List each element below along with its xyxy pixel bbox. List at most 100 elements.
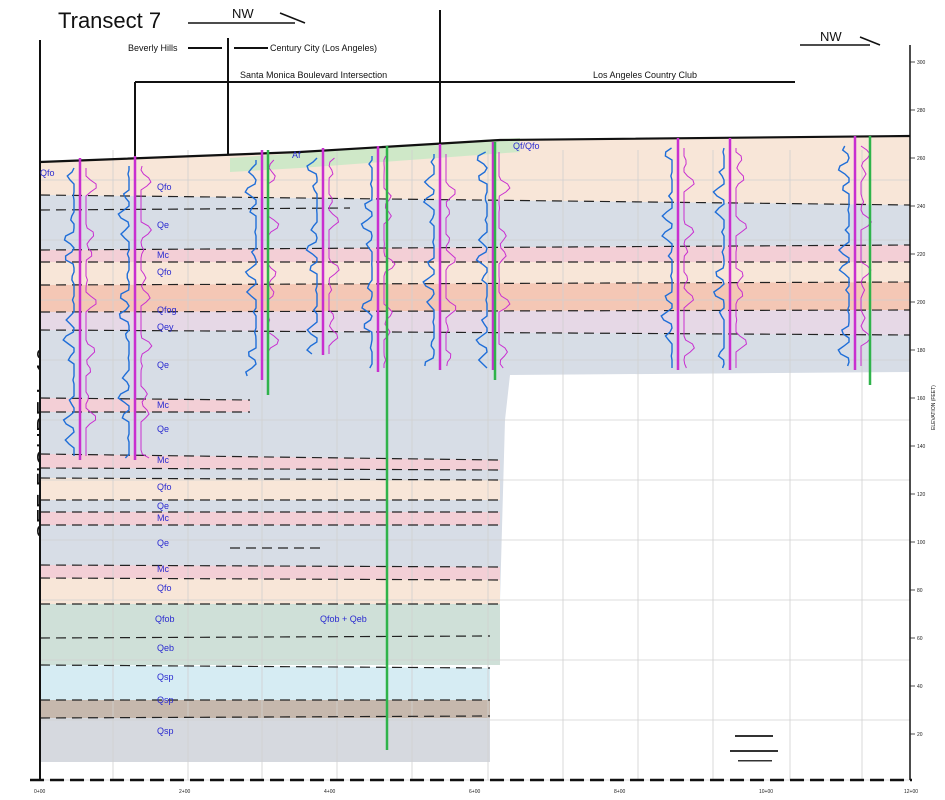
santa-monica-label: Santa Monica Boulevard Intersection [240, 70, 387, 80]
elevation-tick-label: 240 [917, 204, 926, 210]
station-tick-label: 4+00 [324, 789, 335, 795]
contact-line [39, 664, 491, 669]
elevation-tick-label: 140 [917, 444, 926, 450]
contact-line [39, 467, 501, 471]
elevation-tick-label: 120 [917, 492, 926, 498]
beverly-hills-label: Beverly Hills [128, 43, 178, 53]
elevation-tick-label: 20 [917, 732, 923, 738]
unit-label-qfo-top: Qfo [157, 182, 172, 192]
elevation-tick-label: 300 [917, 60, 926, 66]
elevation-tick-label: 280 [917, 108, 926, 114]
contact-line [39, 564, 501, 568]
gamma-log [422, 154, 435, 367]
gamma-log [117, 166, 130, 459]
scale-bar [735, 735, 773, 737]
station-tick-label: 8+00 [614, 789, 625, 795]
unit-label-mc-2: Mc [157, 400, 169, 410]
contact-line [39, 309, 911, 313]
gamma-log [244, 160, 257, 377]
unit-label-qsp2: Qsp [157, 695, 174, 705]
resistivity-log [498, 152, 511, 369]
elevation-tick-label: 100 [917, 540, 926, 546]
contact-line [39, 281, 911, 286]
contact-line [39, 477, 501, 481]
unit-label-qe-3: Qe [157, 424, 169, 434]
unit-label-qey: Qey [157, 322, 174, 332]
century-city-label: Century City (Los Angeles) [270, 43, 377, 53]
band-qsp-3 [40, 718, 490, 762]
elevation-tick-label: 220 [917, 252, 926, 258]
gamma-log [475, 151, 488, 369]
unit-label-qsp: Qsp [157, 672, 174, 682]
unit-label-mc-1: Mc [157, 250, 169, 260]
band-mc-4 [40, 512, 500, 525]
band-qsp [40, 665, 490, 700]
location-lines [134, 10, 795, 160]
unit-label-qfo-left: Qfo [40, 168, 55, 178]
axis-title: ELEVATION (FEET) [931, 385, 937, 430]
ground-surface [39, 134, 911, 164]
unit-label-qsp3: Qsp [157, 726, 174, 736]
station-tick-label: 10+00 [759, 789, 773, 795]
unit-labels: QfoQeMcQfoQfogQeyQeMcQeMcQfoQeMcQeMcQfoQ… [40, 141, 540, 736]
elevation-tick-label: 180 [917, 348, 926, 354]
gamma-log [837, 145, 850, 367]
unit-label-mc-4: Mc [157, 513, 169, 523]
band-qfog [40, 282, 910, 312]
unit-label-qfob-qeb: Qfob + Qeb [320, 614, 367, 624]
unit-label-qe-2: Qe [157, 360, 169, 370]
contact-line [39, 329, 911, 336]
unit-label-qfob: Qfob [155, 614, 175, 624]
unit-label-qfo-3: Qfo [157, 482, 172, 492]
scale-bar-3 [738, 760, 772, 762]
resistivity-log [735, 148, 748, 368]
gamma-log [360, 156, 373, 369]
borehole-logs [62, 136, 873, 750]
direction-arrows [188, 12, 881, 46]
unit-label-qe-5: Qe [157, 538, 169, 548]
contact-line [39, 194, 911, 206]
elevation-tick-label: 160 [917, 396, 926, 402]
contact-line [39, 453, 501, 461]
station-tick-label: 0+00 [34, 789, 45, 795]
elevation-tick-label: 260 [917, 156, 926, 162]
station-tick-label: 12+00 [904, 789, 918, 795]
band-qey [40, 310, 910, 335]
unit-label-qe-4: Qe [157, 501, 169, 511]
elevation-tick-label: 40 [917, 684, 923, 690]
unit-label-qf-qfo: Qf/Qfo [513, 141, 540, 151]
resistivity-log [860, 145, 873, 366]
band-qfob [40, 604, 500, 665]
resistivity-log [683, 148, 695, 369]
elevation-tick-label: 200 [917, 300, 926, 306]
band-mc-2 [40, 398, 250, 412]
scale-bar-2 [730, 750, 778, 752]
contact-line [39, 244, 911, 251]
resistivity-log [328, 157, 340, 354]
gamma-log [305, 157, 318, 355]
contact-line [39, 207, 351, 211]
resistivity-log [445, 154, 457, 367]
unit-label-qfog: Qfog [157, 305, 177, 315]
unit-label-qe-1: Qe [157, 220, 169, 230]
unit-label-af: Af [292, 150, 301, 160]
country-club-label: Los Angeles Country Club [593, 70, 697, 80]
elevation-ticks: 300 280 260 240 220 200 180 160 140 120 100 80 60 40 2… [910, 60, 926, 738]
elevation-tick-label: 60 [917, 636, 923, 642]
band-qfo-3 [40, 478, 500, 500]
unit-label-mc-3: Mc [157, 455, 169, 465]
gamma-log [712, 147, 725, 369]
band-af [230, 138, 520, 172]
page-title: Transect 7 [58, 8, 162, 33]
elevation-tick-label: 80 [917, 588, 923, 594]
contacts [39, 194, 911, 719]
station-tick-label: 2+00 [179, 789, 190, 795]
contact-line [39, 577, 501, 581]
band-mc-5 [40, 565, 500, 580]
unit-label-qfo-2: Qfo [157, 267, 172, 277]
band-qfo-top [40, 136, 910, 205]
unit-label-qeb: Qeb [157, 643, 174, 653]
text-labels: NW NW Beverly Hills Century City (Los An… [128, 6, 842, 80]
